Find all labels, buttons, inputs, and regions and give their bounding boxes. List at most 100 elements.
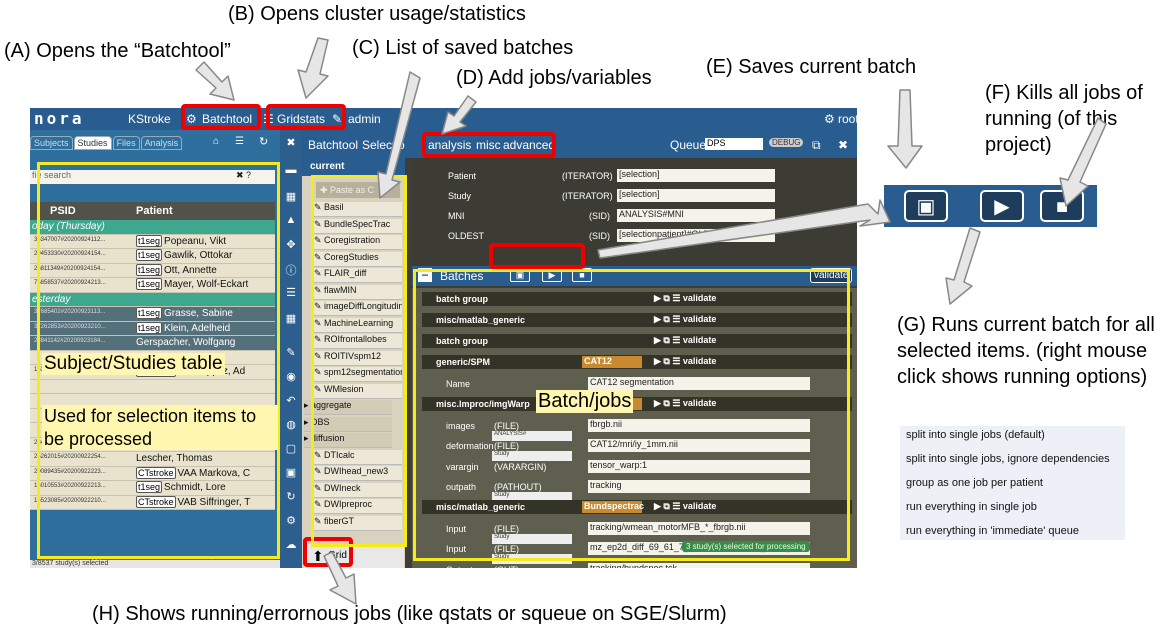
- play-icon[interactable]: ▶ ⧉ ☰: [654, 356, 683, 366]
- saved-batch-item[interactable]: ✎ DWIhead_new3: [314, 466, 402, 481]
- play-icon[interactable]: ▶ ⧉ ☰: [654, 314, 683, 324]
- job-validate-button[interactable]: validate: [682, 356, 717, 366]
- run-option-item[interactable]: run everything in 'immediate' queue: [906, 525, 1079, 537]
- saved-batch-folder[interactable]: ▸ diffusion: [304, 433, 392, 448]
- saved-batch-folder[interactable]: ▸ DBS: [304, 416, 392, 432]
- play-icon[interactable]: ▶ ⧉ ☰: [654, 500, 683, 511]
- saved-batch-item[interactable]: ✎ imageDiffLongitudinal: [314, 301, 402, 316]
- saved-batch-item[interactable]: ✎ MachineLearning: [314, 317, 402, 333]
- saved-batch-item[interactable]: ✎ spm12segmentation: [314, 367, 402, 382]
- variable-value-input[interactable]: [selection]: [617, 169, 775, 182]
- study-tag[interactable]: t1seg: [136, 278, 163, 290]
- tool-icon[interactable]: ✎: [286, 347, 296, 359]
- nav-admin[interactable]: admin: [348, 112, 381, 126]
- run-option-item[interactable]: run everything in single job: [906, 501, 1037, 513]
- saved-batch-item[interactable]: ✎ BundleSpecTrac: [314, 218, 402, 234]
- menu-icon[interactable]: ☰: [235, 136, 244, 147]
- debug-toggle[interactable]: DEBUG: [769, 138, 804, 147]
- zoom-kill-button[interactable]: ■: [1040, 190, 1084, 222]
- zoom-run-button[interactable]: ▶: [980, 190, 1024, 222]
- globe-icon[interactable]: ◍: [286, 419, 296, 431]
- play-icon[interactable]: ▶ ⧉ ☰: [654, 335, 683, 345]
- table-row[interactable]: 25262015#20200922254...Lescher, Thomas: [30, 452, 275, 467]
- job-header-row[interactable]: batch group▶ ⧉ ☰ validate: [422, 292, 852, 306]
- saved-batch-item[interactable]: ✎ ROITIVspm12: [314, 350, 402, 366]
- saved-batch-folder[interactable]: ▸ aggregate: [304, 400, 392, 415]
- job-validate-button[interactable]: validate: [682, 397, 717, 408]
- tab-files[interactable]: Files: [112, 136, 140, 150]
- tab-subjects[interactable]: Subjects: [30, 136, 73, 150]
- col-psid[interactable]: PSID: [50, 205, 76, 217]
- popout-icon[interactable]: ⧉: [812, 138, 821, 152]
- job-alias-input[interactable]: Bundspectrac: [582, 500, 645, 513]
- queue-select[interactable]: DPS: [705, 138, 763, 150]
- close-icon[interactable]: ✖: [286, 137, 296, 149]
- grid-icon[interactable]: ▦: [285, 191, 297, 203]
- table-row[interactable]: [30, 379, 275, 394]
- saved-batch-item[interactable]: ✎ WMlesion: [314, 383, 402, 399]
- saved-batch-item[interactable]: ✎ Basil: [314, 202, 402, 217]
- dot-icon[interactable]: ◉: [286, 371, 296, 383]
- field-scope-select[interactable]: Study: [492, 492, 572, 502]
- field-value-input[interactable]: tensor_warp:1: [588, 459, 810, 473]
- tab-analysis[interactable]: Analysis: [140, 136, 183, 150]
- field-value-input[interactable]: CAT12/mri/iy_1mm.nii: [588, 439, 810, 452]
- menu-analysis[interactable]: analysis: [428, 138, 472, 152]
- zoom-save-button[interactable]: ▣: [904, 190, 948, 222]
- selection-link[interactable]: Selectio: [362, 138, 405, 152]
- clear-search-icon[interactable]: ✖ ?: [236, 170, 252, 180]
- saved-batch-item[interactable]: ✎ FLAIR_diff: [314, 268, 402, 283]
- job-validate-button[interactable]: validate: [682, 500, 717, 511]
- run-option-item[interactable]: split into single jobs, ignore dependenc…: [906, 453, 1110, 465]
- study-tag[interactable]: t1seg: [136, 234, 163, 247]
- study-tag[interactable]: t1seg: [136, 249, 163, 261]
- saved-batch-item[interactable]: ✎ DWIneck: [314, 482, 402, 498]
- study-tag[interactable]: t1seg: [136, 481, 163, 493]
- run-option-item[interactable]: group as one job per patient: [906, 477, 1043, 489]
- job-header-row[interactable]: batch group▶ ⧉ ☰ validate: [422, 334, 852, 348]
- info-icon[interactable]: ⓘ: [285, 265, 297, 277]
- field-value-input[interactable]: tracking/bundspec.tck: [588, 562, 810, 568]
- run-option-item[interactable]: split into single jobs (default): [906, 429, 1045, 441]
- study-tag[interactable]: CTstroke: [136, 495, 176, 508]
- reload-icon[interactable]: ↻: [286, 491, 296, 503]
- list-view-icon[interactable]: ☰: [286, 287, 296, 299]
- job-validate-button[interactable]: validate: [682, 293, 717, 303]
- play-icon[interactable]: ▶ ⧉ ☰: [654, 293, 683, 303]
- refresh-icon[interactable]: ↻: [259, 136, 269, 148]
- saved-batch-item[interactable]: ✎ DTIcalc: [314, 449, 402, 465]
- variable-value-input[interactable]: [selectionpatient]#OLDEST: [617, 229, 775, 242]
- chart-icon[interactable]: ▲: [285, 214, 297, 226]
- nav-kstroke[interactable]: KStroke: [128, 112, 171, 126]
- save-icon[interactable]: ▣: [285, 467, 297, 479]
- saved-batch-item[interactable]: ✎ flawMIN: [314, 284, 402, 300]
- job-validate-button[interactable]: validate: [682, 314, 717, 324]
- field-scope-select[interactable]: ANALYSIS#: [492, 430, 572, 441]
- field-value-input[interactable]: tracking/wmean_motorMFB_*_fbrgb.nii: [588, 521, 810, 535]
- study-tag[interactable]: CTstroke: [136, 466, 176, 479]
- variable-value-input[interactable]: [selection]: [617, 189, 775, 202]
- saved-batch-item[interactable]: ✎ CoregStudies: [314, 251, 402, 267]
- saved-batch-item[interactable]: ✎ Coregistration: [314, 235, 402, 250]
- cloud-icon[interactable]: ☁: [285, 539, 297, 551]
- car-icon[interactable]: ▬: [285, 164, 297, 176]
- nav-batchtool[interactable]: Batchtool: [202, 112, 253, 126]
- study-tag[interactable]: t1seg: [136, 321, 163, 334]
- close-batchtool-icon[interactable]: ✖: [838, 138, 849, 152]
- saved-batch-item[interactable]: ✎ DWIpreproc: [314, 499, 402, 514]
- field-scope-select[interactable]: Study: [492, 451, 572, 461]
- field-scope-select[interactable]: Study: [492, 533, 572, 544]
- move-icon[interactable]: ✥: [286, 239, 296, 251]
- saved-batch-item[interactable]: ✎ ROIfrontallobes: [314, 334, 402, 349]
